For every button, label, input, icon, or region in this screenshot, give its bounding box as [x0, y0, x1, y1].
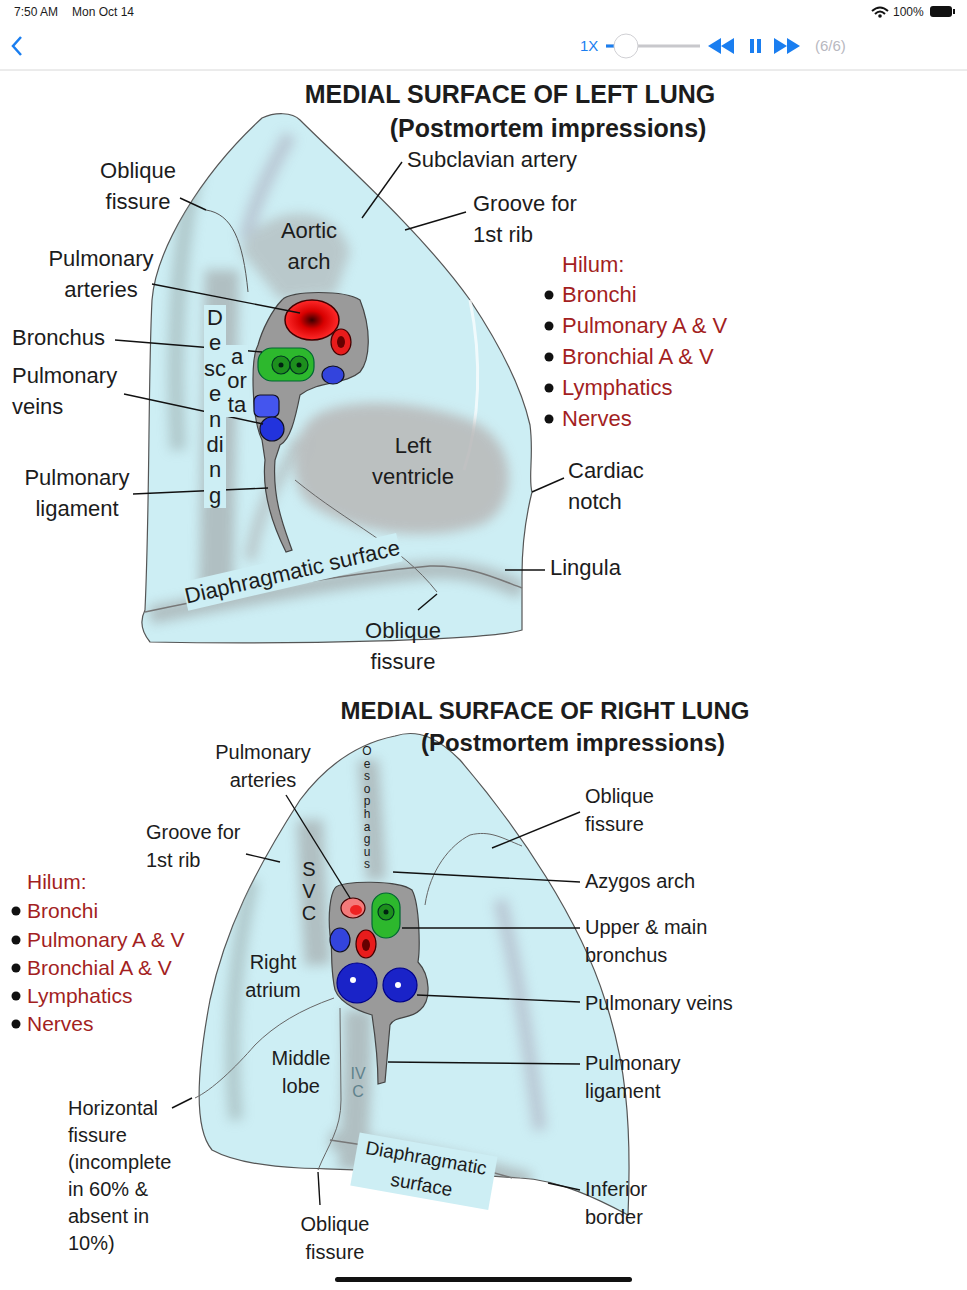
vertical-label: Descending — [204, 305, 226, 508]
leader-lines — [115, 162, 580, 1205]
vertical-label: Oesophagus — [361, 745, 373, 871]
structure-label: Upper & main bronchus — [585, 913, 735, 969]
structure-label: Lingula — [550, 553, 621, 582]
structure-label: Pulmonary ligament — [12, 462, 142, 524]
structure-label: Middle lobe — [256, 1044, 346, 1100]
hilum-item: Bronchial A & V — [27, 954, 172, 981]
subtitle-text: (Postmortem impressions) — [421, 727, 725, 758]
structure-label: Groove for 1st rib — [146, 818, 256, 874]
hilum-heading: Hilum: — [562, 250, 624, 279]
status-bar — [0, 6, 967, 1282]
note-label: Horizontal fissure (incomplete in 60% & … — [68, 1095, 186, 1257]
structure-label: Bronchus — [12, 323, 105, 352]
structure-label: Pulmonary veins — [12, 360, 142, 422]
structure-label: Cardiac notch — [568, 455, 668, 517]
hilum-item: Lymphatics — [562, 373, 672, 402]
surface-label: Diaphragmatic surface — [182, 533, 403, 611]
page-counter: (6/6) — [815, 36, 846, 56]
structure-label: Oblique fissure — [285, 1210, 385, 1266]
speed-label: 1X — [580, 36, 598, 56]
title-text: MEDIAL SURFACE OF RIGHT LUNG — [341, 695, 750, 726]
hilum-item: Bronchial A & V — [562, 342, 714, 371]
vertical-label: IVC — [350, 1065, 366, 1101]
right-lung — [195, 733, 629, 1215]
hilum-item: Nerves — [562, 404, 632, 433]
hilum-item: Bronchi — [562, 280, 637, 309]
hilum-item: Nerves — [27, 1010, 94, 1037]
structure-label: Pulmonary veins — [585, 990, 733, 1016]
status-time: 7:50 AM — [14, 4, 58, 20]
subtitle-text: (Postmortem impressions) — [390, 112, 707, 145]
hilum-item: Bronchi — [27, 897, 98, 924]
structure-label: Oblique fissure — [353, 615, 453, 677]
hilum-heading: Hilum: — [27, 868, 87, 895]
bullet-dots — [12, 291, 554, 1029]
structure-label: Aortic arch — [264, 215, 354, 277]
vertical-label: aorta — [226, 345, 248, 417]
structure-label: Right atrium — [228, 948, 318, 1004]
structure-label: Pulmonary arteries — [208, 738, 318, 794]
structure-label: Oblique fissure — [585, 782, 685, 838]
surface-label: Diaphragmatic surface — [350, 1132, 497, 1209]
structure-label: Pulmonary ligament — [585, 1049, 705, 1105]
structure-label: Groove for 1st rib — [473, 188, 598, 250]
hilum-item: Pulmonary A & V — [562, 311, 727, 340]
structure-label: Azygos arch — [585, 868, 695, 894]
structure-label: Subclavian artery — [407, 145, 577, 174]
battery-level: 100% — [893, 4, 924, 20]
status-date: Mon Oct 14 — [72, 4, 134, 20]
hilum-item: Pulmonary A & V — [27, 926, 185, 953]
structure-label: Pulmonary arteries — [36, 243, 166, 305]
hilum-item: Lymphatics — [27, 982, 132, 1009]
structure-label: Left ventricle — [358, 430, 468, 492]
vertical-label: SVC — [299, 858, 319, 924]
structure-label: Oblique fissure — [88, 155, 188, 217]
structure-label: Inferior border — [585, 1175, 685, 1231]
title-text: MEDIAL SURFACE OF LEFT LUNG — [305, 78, 716, 111]
